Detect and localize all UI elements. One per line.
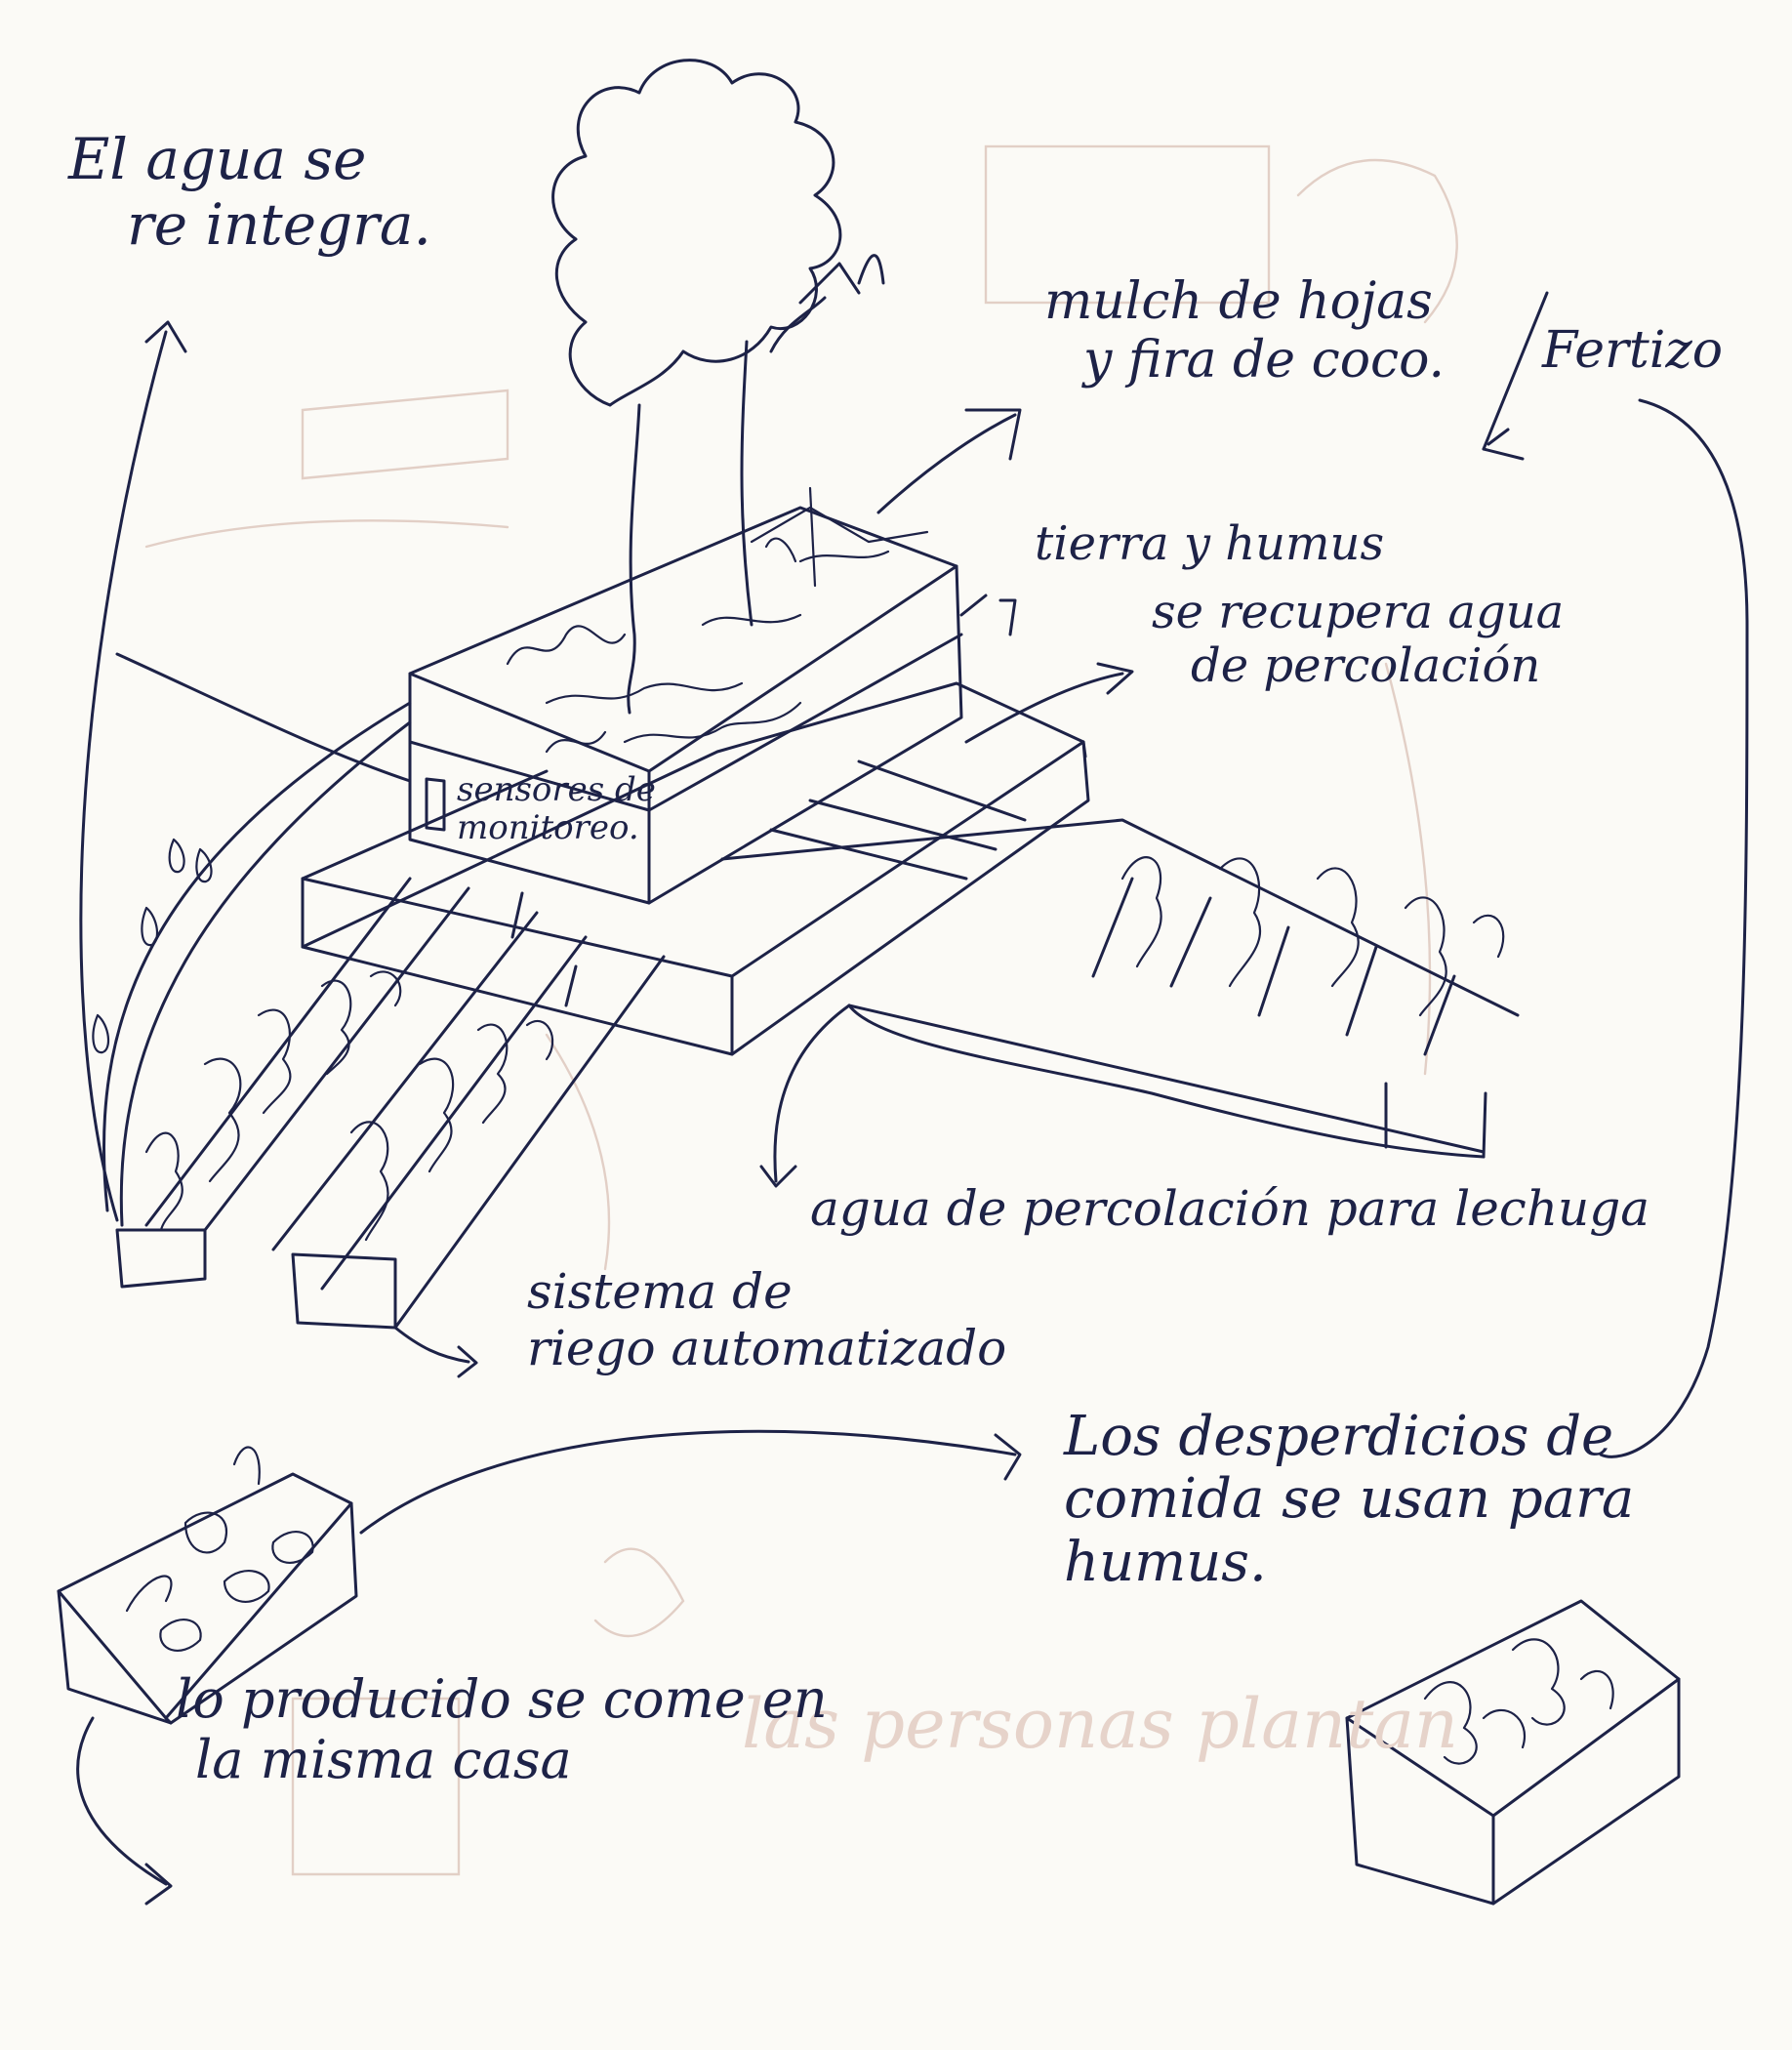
label-line: mulch de hojas	[1044, 273, 1445, 332]
label-line: El agua se	[68, 127, 431, 192]
label-line: y fira de coco.	[1044, 332, 1445, 390]
label-line: Los desperdicios de	[1064, 1406, 1634, 1468]
label-line: lo producido se come en	[176, 1669, 828, 1730]
label-line: humus.	[1064, 1532, 1634, 1594]
water-cycle-arrow	[81, 322, 410, 1225]
front-left-rows	[117, 879, 664, 1328]
label-line: la misma casa	[176, 1730, 828, 1790]
label-mulch: mulch de hojas y fira de coco.	[1044, 273, 1445, 390]
label-water-reintegrated: El agua se re integra.	[68, 127, 431, 257]
bleed-through-text: las personas plantan	[742, 1684, 1458, 1764]
label-line: sensores de	[457, 771, 656, 809]
label-percolation-lettuce: agua de percolación para lechuga	[810, 1181, 1649, 1238]
label-line: de percolación	[1152, 639, 1564, 693]
tree	[553, 61, 883, 713]
label-line: re integra.	[68, 192, 431, 258]
label-line: comida se usan para	[1064, 1468, 1634, 1531]
label-line: monitoreo.	[457, 809, 656, 847]
label-food-waste: Los desperdicios de comida se usan para …	[1064, 1406, 1634, 1594]
label-sensors: sensores de monitoreo.	[457, 771, 656, 847]
front-right-bed	[722, 820, 1518, 1157]
label-produce: lo producido se come en la misma casa	[176, 1669, 828, 1790]
label-percolation-recovery: se recupera agua de percolación	[1152, 586, 1564, 693]
label-line: se recupera agua	[1152, 586, 1564, 639]
label-line: riego automatizado	[527, 1321, 1006, 1377]
label-irrigation: sistema de riego automatizado	[527, 1264, 1006, 1376]
label-soil-humus: tierra y humus	[1035, 517, 1384, 571]
label-line: sistema de	[527, 1264, 1006, 1321]
label-fertilizer: Fertizo	[1542, 322, 1723, 381]
